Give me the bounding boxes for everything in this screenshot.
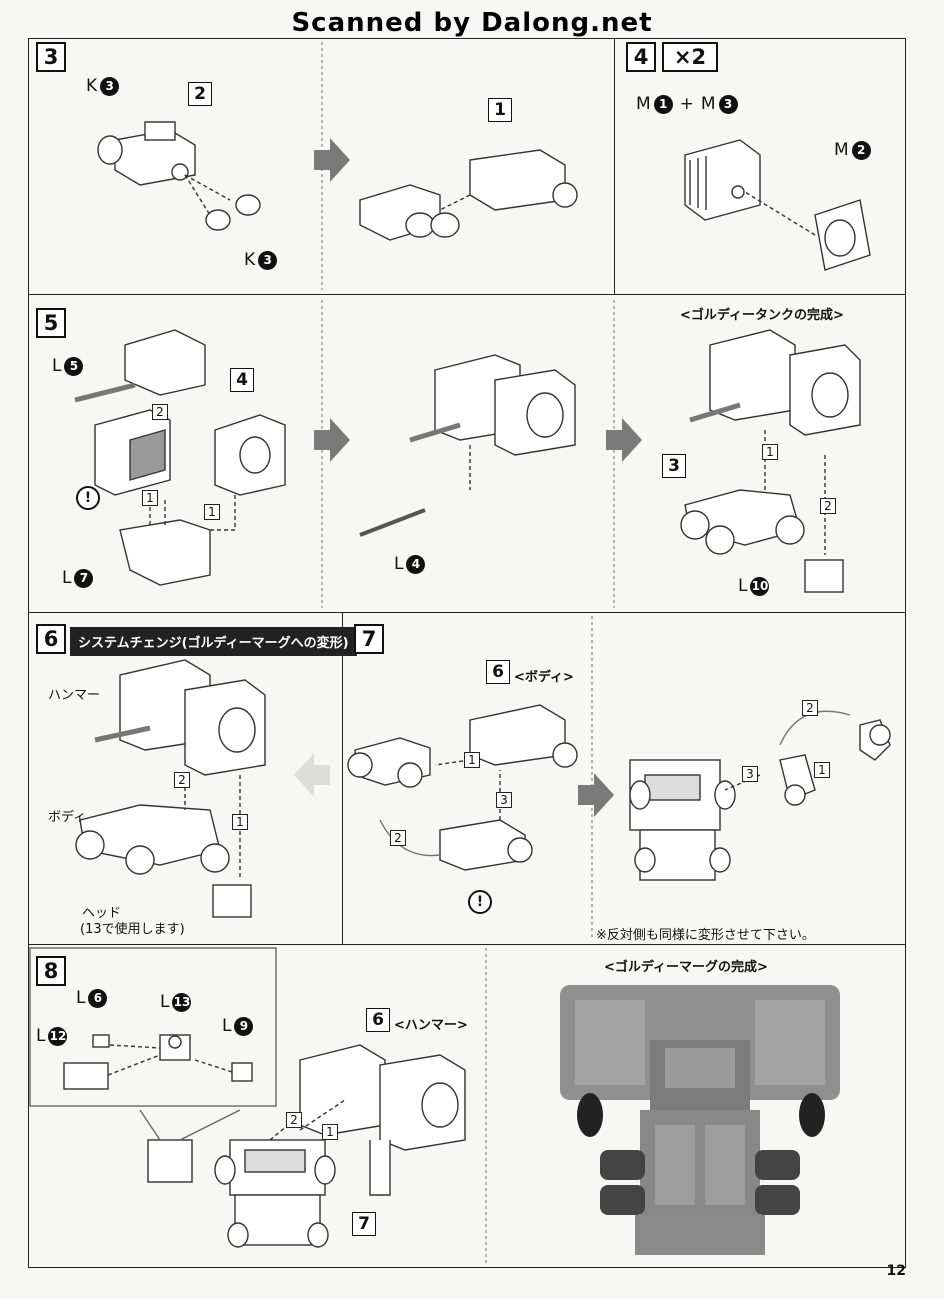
sequence-2: 2 bbox=[286, 1112, 302, 1128]
step-7-number: 7 bbox=[354, 624, 384, 654]
sequence-2: 2 bbox=[174, 772, 190, 788]
part-ref-2: 2 bbox=[188, 82, 212, 106]
divider bbox=[28, 944, 906, 945]
label-head: ヘッド bbox=[82, 906, 122, 921]
sequence-2c: 2 bbox=[820, 498, 836, 514]
page-number: 12 bbox=[886, 1263, 906, 1279]
label-hammer: ハンマー bbox=[48, 688, 101, 703]
ref-body-label: <ボディ> bbox=[514, 670, 574, 685]
ref-step-6: 6 bbox=[366, 1008, 390, 1032]
divider bbox=[28, 294, 906, 295]
divider bbox=[28, 612, 906, 613]
divider bbox=[614, 38, 615, 294]
sequence-1b: 1 bbox=[204, 504, 220, 520]
tank-complete-title: <ゴルディータンクの完成> bbox=[680, 308, 844, 323]
part-ref-3: 3 bbox=[662, 454, 686, 478]
system-change-banner: システムチェンジ(ゴルディーマーグへの変形) bbox=[70, 627, 357, 656]
step-8-number: 8 bbox=[36, 956, 66, 986]
ref-hammer-label: <ハンマー> bbox=[394, 1018, 468, 1033]
sequence-2: 2 bbox=[390, 830, 406, 846]
page-frame bbox=[28, 38, 906, 1268]
gordy-marg-complete-render bbox=[560, 985, 840, 1255]
sequence-1: 1 bbox=[232, 814, 248, 830]
marg-complete-title: <ゴルディーマーグの完成> bbox=[604, 960, 768, 975]
scan-watermark-header: Scanned by Dalong.net bbox=[291, 8, 653, 38]
ref-step-6: 6 bbox=[486, 660, 510, 684]
divider bbox=[342, 612, 343, 944]
warning-mark: ! bbox=[468, 890, 492, 914]
label-body: ボディ bbox=[48, 810, 87, 825]
step-5-number: 5 bbox=[36, 308, 66, 338]
ref-step-7: 7 bbox=[352, 1212, 376, 1236]
sequence-3: 3 bbox=[496, 792, 512, 808]
sequence-3-right: 3 bbox=[742, 766, 758, 782]
warning-mark: ! bbox=[76, 486, 100, 510]
sequence-1-right: 1 bbox=[814, 762, 830, 778]
sequence-2-right: 2 bbox=[802, 700, 818, 716]
sequence-1: 1 bbox=[142, 490, 158, 506]
sequence-2: 2 bbox=[152, 404, 168, 420]
head-usage-note: (13で使用します) bbox=[80, 922, 185, 937]
sequence-1: 1 bbox=[464, 752, 480, 768]
part-ref-1: 1 bbox=[488, 98, 512, 122]
step-4-number: 4 bbox=[626, 42, 656, 72]
part-ref-4: 4 bbox=[230, 368, 254, 392]
sequence-1: 1 bbox=[322, 1124, 338, 1140]
sequence-1c: 1 bbox=[762, 444, 778, 460]
opposite-side-note: ※反対側も同様に変形させて下さい。 bbox=[596, 928, 815, 943]
step-4-multiplier: ×2 bbox=[662, 42, 718, 72]
step-3-number: 3 bbox=[36, 42, 66, 72]
step-6-number: 6 bbox=[36, 624, 66, 654]
